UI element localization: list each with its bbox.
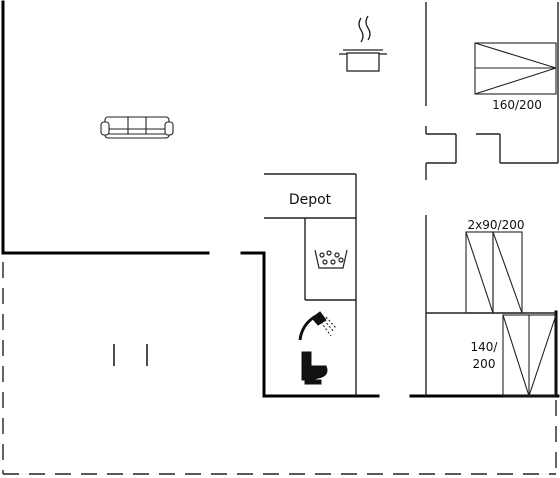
terrace-outline bbox=[2, 262, 557, 475]
shower-icon bbox=[298, 311, 337, 341]
cooking-pot-icon bbox=[339, 15, 387, 72]
bed-icon-twin bbox=[465, 231, 523, 314]
toilet-icon bbox=[301, 351, 328, 385]
bed-size-small-label-line1: 140/ bbox=[471, 340, 499, 354]
bed-size-twin-label: 2x90/200 bbox=[468, 218, 525, 232]
terrace-posts bbox=[113, 344, 148, 366]
sofa-icon bbox=[100, 116, 174, 139]
bed-size-small-label-line2: 200 bbox=[473, 357, 496, 371]
hot-tub-icon bbox=[314, 249, 348, 269]
bed-size-main-label: 160/200 bbox=[492, 98, 542, 112]
bed-icon-small bbox=[502, 314, 557, 397]
bed-icon bbox=[474, 42, 557, 95]
depot-label: Depot bbox=[289, 192, 332, 208]
